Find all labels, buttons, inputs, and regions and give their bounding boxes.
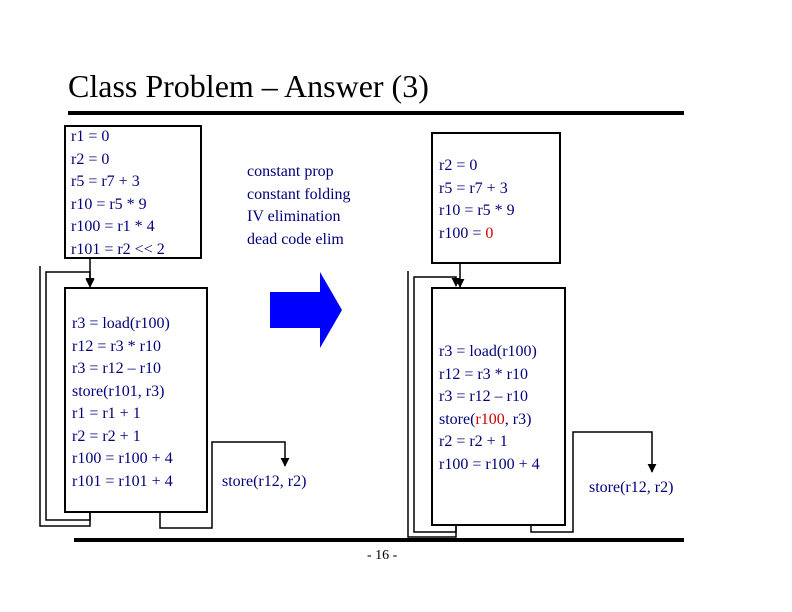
code-line: r100 = r100 + 4 bbox=[439, 455, 540, 473]
after-exit-code: store(r12, r2) bbox=[589, 479, 674, 496]
code-line: r12 = r3 * r10 bbox=[72, 337, 162, 355]
code-line: r10 = r5 * 9 bbox=[439, 202, 515, 219]
code-line: r2 = 0 bbox=[71, 150, 110, 168]
code-line: r10 = r5 * 9 bbox=[71, 195, 147, 213]
code-text: store( bbox=[439, 410, 476, 428]
code-text: , r3) bbox=[504, 410, 532, 428]
code-line: r3 = load(r100) bbox=[72, 315, 170, 332]
code-line: r100 = r100 + 4 bbox=[72, 450, 173, 467]
code-line: r1 = 0 bbox=[71, 128, 110, 145]
before-exit-code: store(r12, r2) bbox=[222, 473, 307, 490]
right-arrow-icon bbox=[270, 272, 342, 348]
after-preheader-block bbox=[431, 132, 561, 264]
code-line: r3 = r12 – r10 bbox=[439, 388, 529, 405]
before-preheader-block bbox=[64, 125, 202, 259]
code-line: r100 = r1 * 4 bbox=[71, 218, 155, 235]
transform-label: constant prop bbox=[247, 163, 334, 180]
code-line: store(r101, r3) bbox=[72, 382, 165, 400]
code-line: r1 = r1 + 1 bbox=[72, 405, 141, 422]
footer-rule bbox=[74, 538, 684, 542]
code-line: store(r100, r3) bbox=[439, 409, 540, 432]
code-line: r101 = r2 << 2 bbox=[71, 240, 165, 258]
transform-label: IV elimination bbox=[247, 208, 341, 225]
code-line: r101 = r101 + 4 bbox=[72, 472, 173, 490]
code-line: r5 = r7 + 3 bbox=[439, 179, 508, 197]
before-loop-code: r3 = load(r100) r12 = r3 * r10 r3 = r12 … bbox=[72, 313, 173, 493]
page-number: - 16 - bbox=[367, 548, 398, 563]
code-line: r12 = r3 * r10 bbox=[439, 365, 529, 383]
transform-labels: constant prop constant folding IV elimin… bbox=[247, 161, 351, 251]
highlighted-value: 0 bbox=[485, 224, 494, 242]
transform-label: dead code elim bbox=[247, 230, 344, 248]
title-underline bbox=[68, 111, 684, 115]
code-line: r2 = r2 + 1 bbox=[72, 427, 141, 445]
page-title: Class Problem – Answer (3) bbox=[68, 68, 429, 104]
after-preheader-code: r2 = 0 r5 = r7 + 3 r10 = r5 * 9 r100 = 0 bbox=[439, 155, 515, 245]
highlighted-register: r100 bbox=[475, 410, 505, 428]
code-line: r2 = 0 bbox=[439, 157, 478, 174]
after-loop-code: r3 = load(r100) r12 = r3 * r10 r3 = r12 … bbox=[439, 341, 540, 476]
code-line: r5 = r7 + 3 bbox=[71, 173, 140, 190]
code-line: r2 = r2 + 1 bbox=[439, 433, 508, 450]
code-text: r100 = bbox=[439, 224, 486, 242]
code-line: r3 = load(r100) bbox=[439, 343, 537, 360]
code-line: r100 = 0 bbox=[439, 223, 515, 246]
code-line: r3 = r12 – r10 bbox=[72, 360, 162, 377]
before-preheader-code: r1 = 0 r2 = 0 r5 = r7 + 3 r10 = r5 * 9 r… bbox=[71, 126, 165, 261]
transform-label: constant folding bbox=[247, 185, 351, 203]
